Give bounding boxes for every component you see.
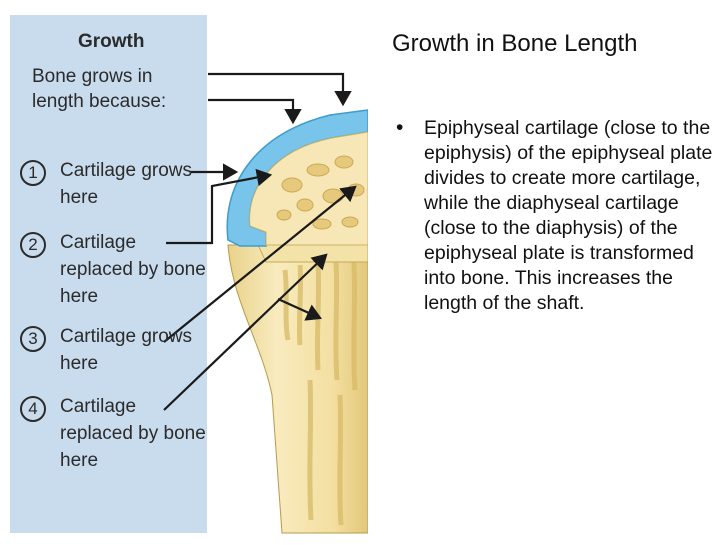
step-number: 3	[20, 326, 46, 352]
pointer-arrows	[163, 72, 357, 411]
legend-intro: Bone grows in length because:	[32, 66, 167, 112]
slide-title: Growth in Bone Length	[392, 30, 638, 57]
arrow-top-right	[208, 72, 352, 107]
step-label: Cartilage replaced by bone here	[60, 232, 206, 307]
arrow-step-4	[163, 253, 328, 411]
bone-growth-figure: Growth Bone grows in length because: 1 C…	[10, 15, 369, 534]
arrow-top-left	[208, 98, 302, 125]
step-label: Cartilage replaced by bone here	[60, 396, 206, 471]
legend-panel	[10, 15, 207, 533]
step-number: 4	[20, 396, 46, 422]
legend-step-4: 4 Cartilage replaced by bone here	[20, 396, 210, 474]
arrow-step-4b	[277, 297, 323, 321]
legend-title: Growth	[78, 31, 145, 52]
bone-illustration	[10, 15, 369, 534]
step-label: Cartilage grows here	[60, 326, 192, 374]
bullet-text: Epiphyseal cartilage (close to the epiph…	[424, 117, 713, 314]
legend-step-2: 2 Cartilage replaced by bone here	[20, 232, 210, 310]
bone-shaft	[227, 244, 369, 534]
legend-step-3: 3 Cartilage grows here	[20, 326, 210, 377]
arrow-step-2	[166, 168, 273, 245]
spongy-bone-texture	[282, 261, 358, 526]
bullet-item: • Epiphyseal cartilage (close to the epi…	[396, 116, 714, 316]
step-label: Cartilage grows here	[60, 160, 192, 208]
bullet-icon: •	[396, 116, 404, 139]
epiphysis-spongy-texture	[276, 155, 365, 230]
step-number: 2	[20, 232, 46, 258]
step-number: 1	[20, 160, 46, 186]
arrow-step-3	[163, 185, 357, 343]
legend-step-1: 1 Cartilage grows here	[20, 160, 210, 211]
